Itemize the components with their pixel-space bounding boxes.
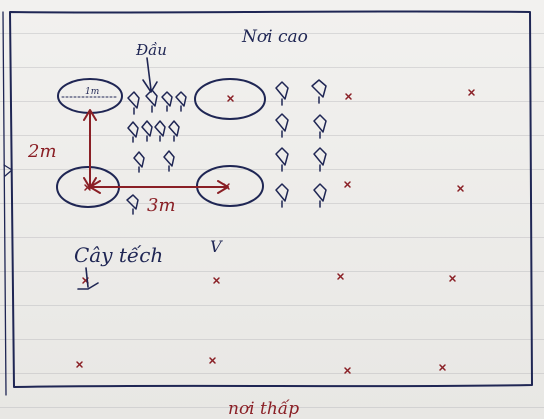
seedling bbox=[275, 81, 289, 106]
plot-border bbox=[9, 10, 533, 388]
horizontal-dimension-label: 3m bbox=[147, 195, 176, 216]
small-dimension-label: 1m bbox=[85, 87, 99, 97]
bottom-label: nơi thấp bbox=[228, 399, 299, 419]
seedling bbox=[313, 147, 327, 172]
vertical-dimension bbox=[83, 109, 97, 189]
mark-x bbox=[209, 357, 216, 364]
hole-top-right bbox=[194, 78, 266, 120]
vertical-dimension-label: 2m bbox=[27, 141, 57, 162]
mark-x bbox=[439, 364, 446, 371]
mark-x bbox=[344, 181, 351, 188]
seedling bbox=[141, 120, 153, 142]
seedling bbox=[163, 150, 175, 172]
seedling bbox=[175, 91, 187, 112]
seedling bbox=[275, 183, 289, 208]
seedling bbox=[275, 113, 289, 138]
mark-x bbox=[76, 361, 83, 368]
seedling bbox=[311, 79, 327, 104]
top-label: Nơi cao bbox=[241, 27, 308, 47]
mark-x bbox=[468, 89, 475, 96]
seedling bbox=[133, 151, 145, 173]
seedling bbox=[126, 194, 139, 215]
seedling bbox=[145, 89, 158, 113]
mark-x bbox=[449, 275, 456, 282]
seedling bbox=[127, 91, 140, 115]
seedling bbox=[313, 114, 327, 139]
seedling bbox=[127, 121, 139, 143]
head-arrow bbox=[142, 57, 158, 93]
horizontal-dimension bbox=[89, 180, 229, 194]
mark-x bbox=[345, 93, 352, 100]
seedling bbox=[275, 147, 289, 172]
seedling bbox=[313, 183, 327, 208]
mark-x bbox=[223, 183, 230, 190]
mark-x bbox=[457, 185, 464, 192]
mark-x bbox=[213, 277, 220, 284]
seedling bbox=[168, 120, 180, 142]
planting-marks bbox=[76, 89, 475, 374]
head-label: Đầu bbox=[135, 41, 167, 59]
v-mark: V bbox=[210, 237, 223, 256]
mark-x bbox=[344, 367, 351, 374]
seedling bbox=[161, 91, 173, 112]
left-edge-line bbox=[2, 11, 7, 396]
mark-x bbox=[337, 273, 344, 280]
seedling bbox=[154, 120, 166, 142]
mark-x bbox=[84, 184, 91, 191]
tree-arrow bbox=[77, 267, 99, 290]
mark-x bbox=[227, 95, 234, 102]
tree-label: Cây tếch bbox=[74, 243, 163, 267]
left-edge-tick bbox=[3, 164, 13, 177]
seedlings bbox=[126, 79, 327, 215]
